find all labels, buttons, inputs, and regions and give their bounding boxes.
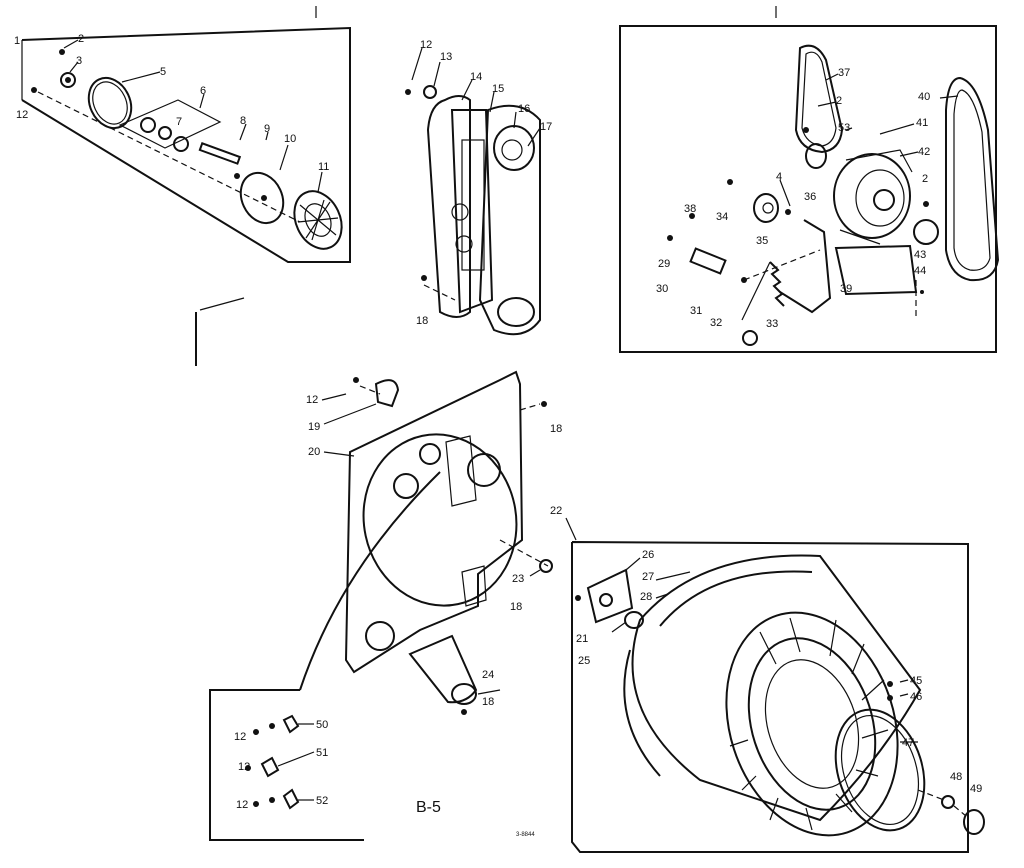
- label-53: 53: [838, 122, 850, 134]
- label-48: 48: [950, 771, 962, 783]
- label-12: 12: [234, 731, 246, 743]
- label-41: 41: [916, 117, 928, 129]
- blower-assembly-group: [21, 26, 351, 263]
- label-2: 2: [922, 173, 928, 185]
- label-1: 1: [14, 35, 20, 47]
- label-30: 30: [656, 283, 668, 295]
- label-18: 18: [416, 315, 428, 327]
- drum-labels: 22 26 23 27 28 18 21 25 24 18 45 46 47 4…: [482, 505, 982, 795]
- label-50: 50: [316, 719, 328, 731]
- label-9: 9: [264, 123, 270, 135]
- label-49: 49: [970, 783, 982, 795]
- stamp-code: 3-8844: [516, 832, 535, 838]
- label-12: 12: [236, 799, 248, 811]
- label-19: 19: [308, 421, 320, 433]
- label-6: 6: [200, 85, 206, 97]
- label-7: 7: [176, 116, 182, 128]
- label-13: 13: [440, 51, 452, 63]
- label-32: 32: [710, 317, 722, 329]
- label-12: 12: [306, 394, 318, 406]
- label-29: 29: [658, 258, 670, 270]
- diagram-caption: B-5: [416, 799, 441, 816]
- label-38: 38: [684, 203, 696, 215]
- label-52: 52: [316, 795, 328, 807]
- label-42: 42: [918, 146, 930, 158]
- label-12: 12: [238, 761, 250, 773]
- label-2: 2: [78, 33, 84, 45]
- bracket-labels: 12 13 14 15 16 17 18: [416, 39, 552, 327]
- label-33: 33: [766, 318, 778, 330]
- label-35: 35: [756, 235, 768, 247]
- label-2: 2: [836, 95, 842, 107]
- label-46: 46: [910, 691, 922, 703]
- label-27: 27: [642, 571, 654, 583]
- label-51: 51: [316, 747, 328, 759]
- label-15: 15: [492, 83, 504, 95]
- stray-mark: [199, 297, 245, 311]
- motor-belt-group: [619, 25, 1000, 353]
- label-23: 23: [512, 573, 524, 585]
- label-43: 43: [914, 249, 926, 261]
- label-47: 47: [902, 737, 914, 749]
- label-18: 18: [482, 696, 494, 708]
- label-28: 28: [640, 591, 652, 603]
- label-4: 4: [776, 171, 782, 183]
- label-39: 39: [840, 283, 852, 295]
- label-45: 45: [910, 675, 922, 687]
- label-40: 40: [918, 91, 930, 103]
- label-22: 22: [550, 505, 562, 517]
- label-17: 17: [540, 121, 552, 133]
- label-8: 8: [240, 115, 246, 127]
- label-18: 18: [550, 423, 562, 435]
- panel-labels: 12 19 18 20: [306, 394, 562, 458]
- label-34: 34: [716, 211, 728, 223]
- label-44: 44: [914, 265, 926, 277]
- label-20: 20: [308, 446, 320, 458]
- inset-labels: 12 50 12 51 12 52: [234, 719, 328, 811]
- label-5: 5: [160, 66, 166, 78]
- label-10: 10: [284, 133, 296, 145]
- motor-labels: 37 2 53 41 40 42 2 4 38 34 36 35 29 43 4…: [656, 67, 930, 330]
- label-21: 21: [576, 633, 588, 645]
- label-14: 14: [470, 71, 482, 83]
- rear-panel-group: [299, 370, 549, 715]
- label-12: 12: [420, 39, 432, 51]
- label-3: 3: [76, 55, 82, 67]
- label-18: 18: [510, 601, 522, 613]
- harness-inset-group: [209, 689, 364, 841]
- drum-group: [529, 517, 985, 853]
- label-37: 37: [838, 67, 850, 79]
- rear-bearing-bracket-group: [405, 47, 541, 336]
- label-12: 12: [16, 109, 28, 121]
- label-25: 25: [578, 655, 590, 667]
- label-11: 11: [318, 161, 329, 173]
- label-36: 36: [804, 191, 816, 203]
- label-16: 16: [518, 103, 530, 115]
- label-26: 26: [642, 549, 654, 561]
- label-31: 31: [690, 305, 702, 317]
- label-24: 24: [482, 669, 494, 681]
- blower-labels: 1 2 3 5 6 7 8 9 10 11 12: [14, 33, 329, 173]
